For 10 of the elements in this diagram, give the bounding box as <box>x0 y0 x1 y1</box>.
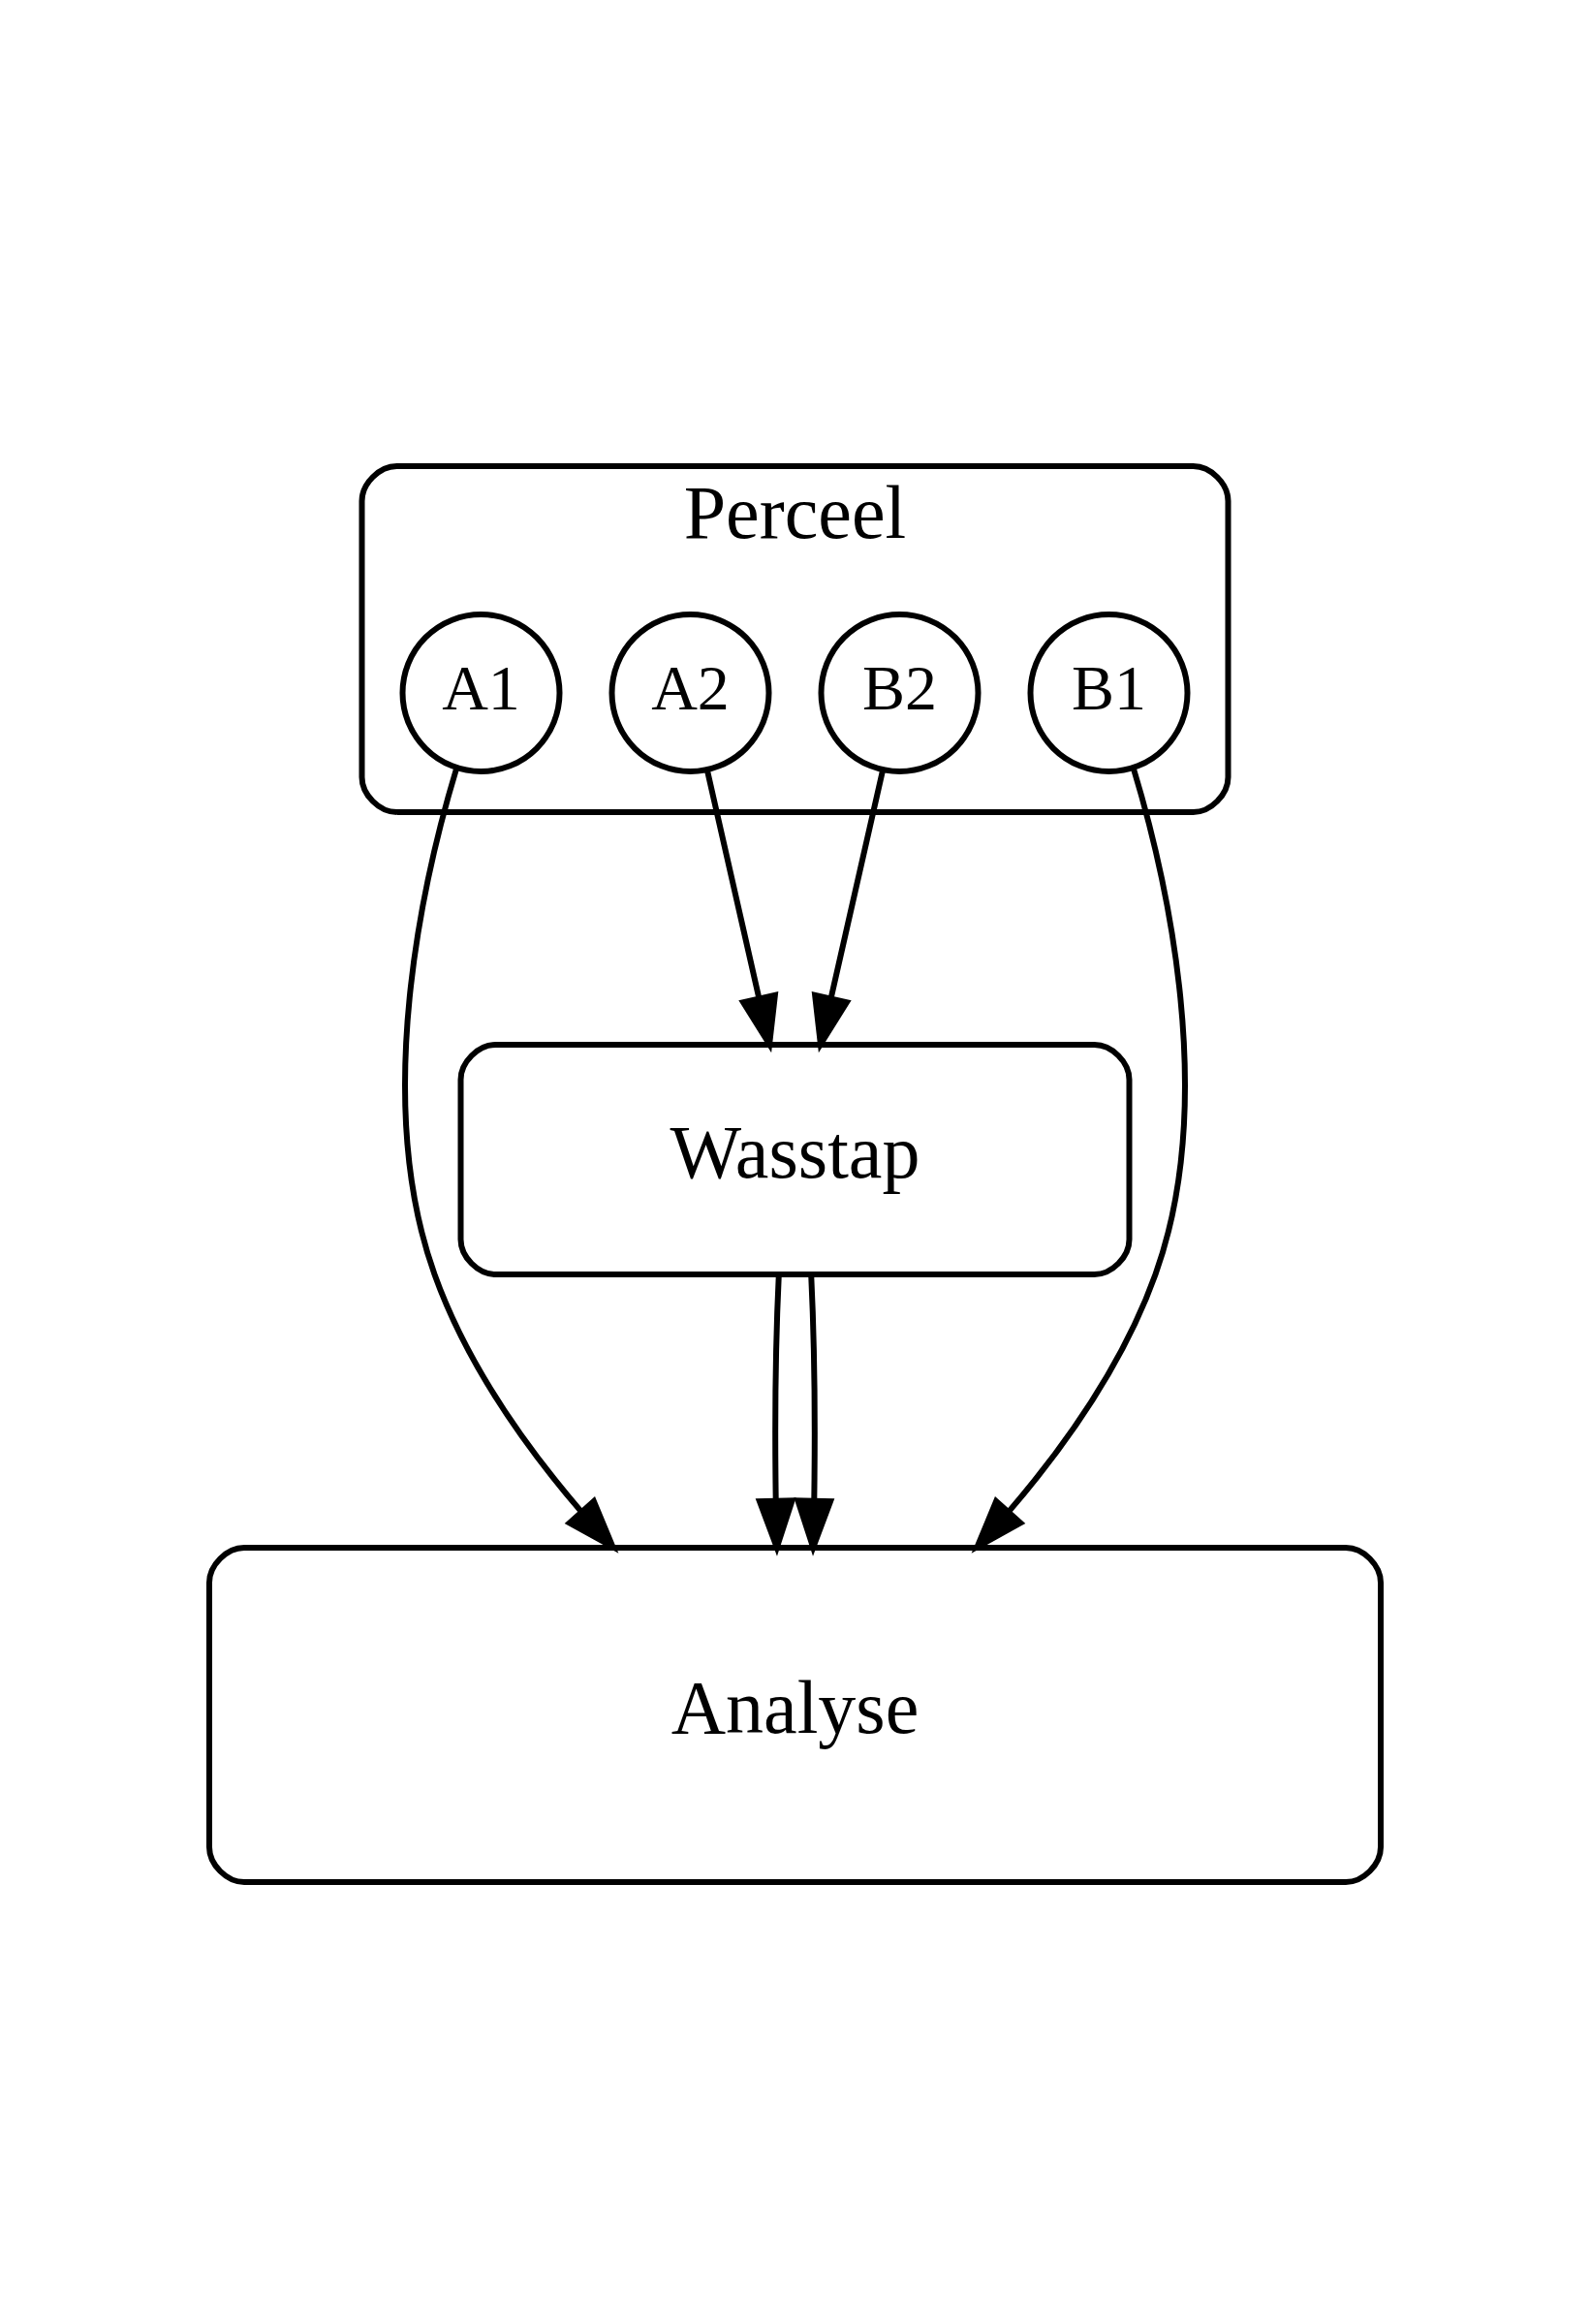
arrow <box>703 769 779 1052</box>
node-circle: A1 <box>399 611 563 774</box>
arrow <box>971 766 1188 1554</box>
arrow <box>402 766 619 1554</box>
node-box: Analyse <box>206 1544 1384 1885</box>
arrow <box>811 769 887 1052</box>
node-circle: B2 <box>818 611 982 774</box>
node-circle: A2 <box>608 611 772 774</box>
node-box: Wasstap <box>457 1041 1133 1277</box>
node-circle: B1 <box>1027 611 1191 774</box>
